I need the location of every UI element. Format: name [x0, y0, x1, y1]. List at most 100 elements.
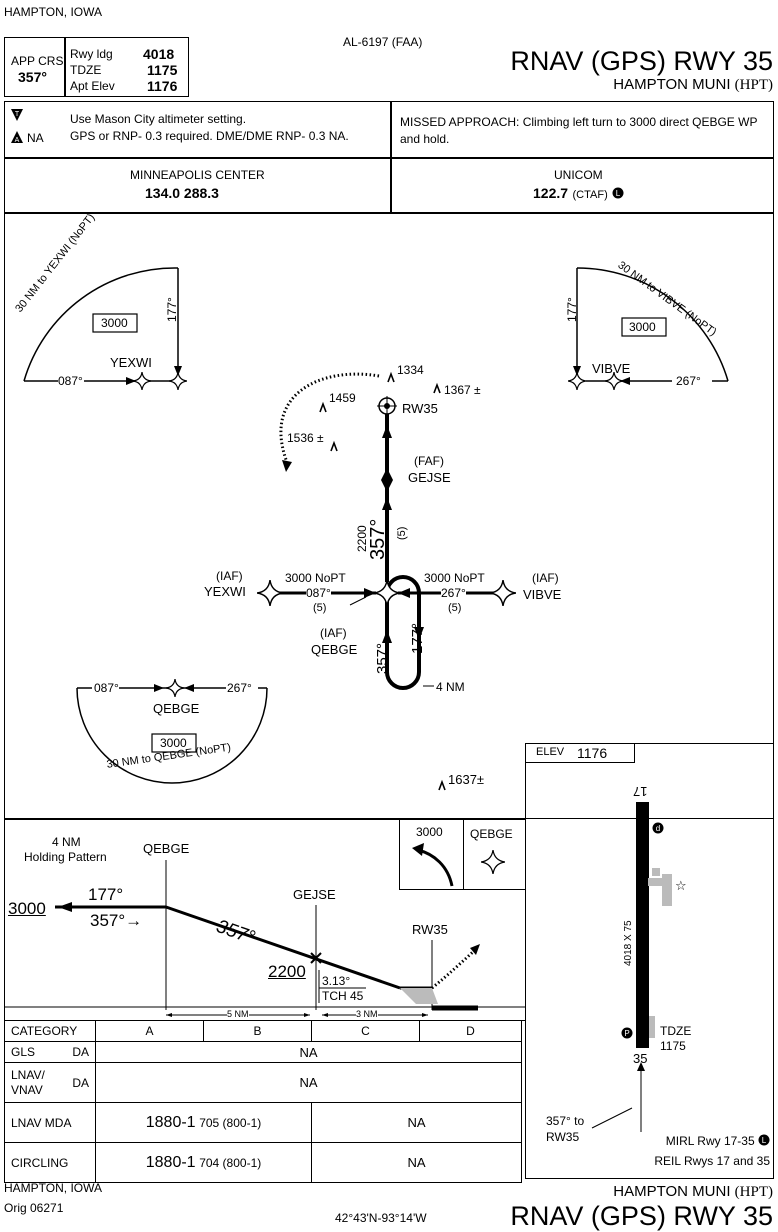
west-segment-dist: (5) — [313, 602, 327, 614]
taa-nw-arc — [23, 267, 179, 382]
west-segment-course: 087° — [306, 586, 331, 600]
circling-label: CIRCLING — [4, 1142, 96, 1183]
footer-airport: HAMPTON MUNI — [613, 1183, 731, 1200]
yexwi-label: YEXWI — [204, 584, 246, 599]
profile-rw35: RW35 — [412, 922, 448, 937]
cat-c: C — [311, 1020, 420, 1042]
footer-orig: Orig 06271 — [4, 1201, 64, 1215]
svg-text:A: A — [15, 137, 20, 144]
lnav-mda-label: LNAV MDA — [4, 1102, 96, 1143]
location-label: HAMPTON, IOWA — [4, 5, 103, 19]
profile-crs-357-a-arrow: → — [125, 911, 143, 930]
missed-icons-box — [399, 819, 526, 890]
hold-racetrack — [385, 575, 421, 690]
airport-id: (HPT) — [734, 77, 773, 93]
lighting-reil: REIL Rwys 17 and 35 — [654, 1154, 770, 1168]
rw35-label: RW35 — [402, 401, 438, 416]
profile-dist-5: 5 NM — [227, 1009, 249, 1019]
tdze-label: TDZE — [70, 63, 102, 77]
profile-hold-line1: 4 NM — [52, 835, 81, 849]
footer-location: HAMPTON, IOWA — [4, 1181, 103, 1195]
taa-nw-alt: 3000 — [101, 316, 128, 330]
tdze-value: 1175 — [147, 62, 178, 78]
profile-dist-3: 3 NM — [356, 1009, 378, 1019]
waypoint-vibve-taa-icon — [605, 372, 623, 390]
taa-ne-arc — [576, 267, 729, 382]
east-segment-dist: (5) — [448, 602, 462, 614]
taa-s-course-r: 267° — [227, 681, 252, 695]
app-crs-value: 357° — [18, 69, 47, 85]
cat-d: D — [419, 1020, 522, 1042]
rwy-ldg-value: 4018 — [143, 46, 175, 62]
taa-ne-course-out: 267° — [676, 374, 701, 388]
circling-hat: 704 (800-1) — [199, 1155, 262, 1170]
rwy-ldg-label: Rwy ldg — [70, 47, 113, 61]
svg-text:P: P — [624, 1029, 629, 1038]
center-name: MINNEAPOLIS CENTER — [130, 168, 265, 182]
waypoint-qebge-taa-icon — [166, 679, 184, 697]
unicom-ctaf: (CTAF) — [572, 189, 608, 201]
lnav-mda-cd: NA — [311, 1102, 522, 1143]
unicom-freq-line: 122.7 (CTAF) L — [533, 186, 624, 202]
windsock-icon: d — [652, 822, 664, 834]
course-note-text: 357° to RW35 — [546, 1114, 585, 1144]
taa-ne-fix: VIBVE — [592, 361, 631, 376]
lnav-vnav-label2: VNAV — [11, 1082, 43, 1097]
iaf-w-label: (IAF) — [216, 569, 243, 583]
hold-length: 4 NM — [436, 680, 465, 694]
taa-s-alt: 3000 — [160, 736, 187, 750]
obstacle-1367: 1367 ± — [444, 383, 481, 397]
circling-cd: NA — [311, 1142, 522, 1183]
elev-box — [525, 743, 635, 763]
gejse-label: GEJSE — [408, 470, 451, 485]
taxiway-south — [649, 1016, 655, 1038]
lighting-mirl: MIRL Rwy 17-35 L — [666, 1134, 770, 1147]
obstacle-1334: 1334 — [397, 363, 424, 377]
obstacle-1637: 1637± — [448, 772, 485, 787]
iaf-e-label: (IAF) — [532, 571, 559, 585]
missed-direct-fix-icon — [481, 850, 505, 874]
notes-hr — [4, 157, 774, 159]
profile-gejse: GEJSE — [293, 887, 336, 902]
note-altimeter: Use Mason City altimeter setting. — [70, 112, 247, 126]
alternate-na-label: NA — [27, 131, 44, 145]
waypoint-qebge-icon — [374, 580, 400, 606]
lnav-mda-ab: 1880-1 705 (800-1) — [95, 1102, 312, 1143]
apt-elev-value: 1176 — [147, 78, 178, 94]
planview-frame — [4, 213, 774, 819]
procedure-id: AL-6197 (FAA) — [343, 35, 423, 49]
waypoint-ne-corner-icon — [568, 372, 586, 390]
missed-icons-divider — [463, 819, 464, 890]
profile-crs-177: 177° — [88, 885, 124, 904]
papi-icon: P — [621, 1027, 633, 1039]
iaf-s-label: (IAF) — [320, 626, 347, 640]
airport-beacon-icon: ☆ — [675, 878, 687, 893]
briefing-box — [4, 37, 189, 97]
lnav-vnav-label1: LNAV/ — [11, 1067, 45, 1082]
course-note-arrow — [591, 1062, 645, 1132]
obstacle-1459: 1459 — [329, 391, 356, 405]
missed-climb-turn-icon — [412, 843, 454, 887]
lighting-mirl-text: MIRL Rwy 17-35 — [665, 1134, 755, 1148]
sketch-tdze-label: TDZE — [660, 1024, 692, 1038]
runway-17-35 — [636, 802, 649, 1048]
procedure-title: RNAV (GPS) RWY 35 — [510, 46, 773, 76]
footer-airport-id: (HPT) — [734, 1184, 773, 1200]
taa-s-arc — [76, 687, 268, 784]
gls-da: DA — [72, 1045, 89, 1059]
sketch-tdze-value: 1175 — [660, 1039, 686, 1053]
missed-icon-alt: 3000 — [416, 825, 443, 839]
missed-approach-text: MISSED APPROACH: Climbing left turn to 3… — [400, 115, 758, 146]
elev-label: ELEV — [536, 746, 565, 758]
cat-a: A — [95, 1020, 204, 1042]
taa-nw-fix: YEXWI — [110, 355, 152, 370]
runway-35-label: 35 — [633, 1051, 648, 1066]
airport-name-header: HAMPTON MUNI (HPT) — [613, 77, 773, 93]
svg-text:d: d — [656, 824, 660, 833]
lnav-mda-hat: 705 (800-1) — [199, 1115, 262, 1130]
footer-coords: 42°43'N-93°14'W — [335, 1211, 427, 1225]
